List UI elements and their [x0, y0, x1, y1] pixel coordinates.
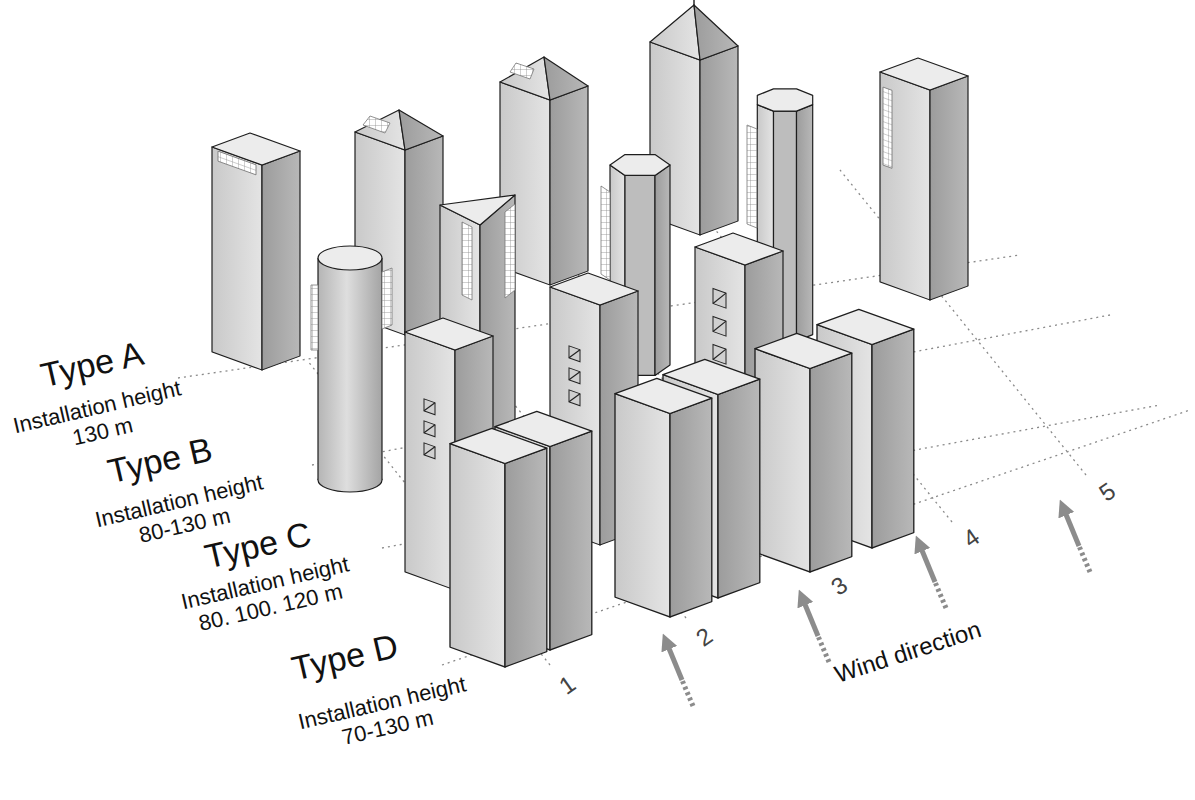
height-note: Installation height 80. 100. 120 m	[174, 552, 362, 641]
type-heading: Type D	[288, 626, 402, 687]
tower-d2-front	[615, 378, 712, 617]
type-heading: Type A	[37, 334, 147, 394]
tower-d1-front	[450, 428, 547, 667]
column-number: 3	[827, 571, 853, 601]
tower-a5	[880, 58, 968, 300]
wind-arrows	[668, 512, 1090, 706]
wind-label: Wind direction	[832, 616, 985, 689]
tower-b1-cylinder	[311, 246, 392, 492]
height-note: Installation height 70-130 m	[291, 672, 479, 761]
column-number: 1	[555, 670, 581, 700]
tower-a1	[212, 133, 300, 370]
column-number: 5	[1095, 477, 1121, 507]
tower-d3-front	[755, 333, 852, 572]
column-number: 2	[692, 622, 718, 652]
column-number: 4	[959, 523, 985, 553]
